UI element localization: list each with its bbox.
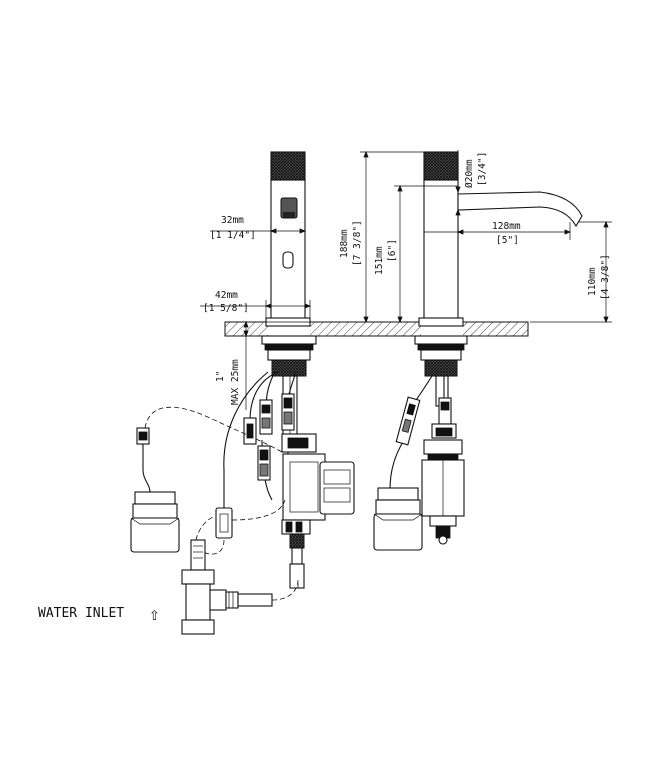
- dim-d20-in: [3/4"]: [477, 152, 488, 186]
- sensor-window: [282, 251, 294, 269]
- t-valve-inlet: [181, 515, 299, 635]
- dim-128-mm: 128mm: [492, 221, 521, 232]
- dim-128mm: 128mm [5"]: [456, 221, 572, 246]
- left-faucet-front-view: [261, 151, 317, 437]
- left-battery-box: [130, 427, 180, 553]
- right-valve: [421, 439, 465, 545]
- dim-110-mm: 110mm: [587, 267, 598, 296]
- dim-110mm: 110mm [4 3/8"]: [530, 220, 612, 324]
- right-faucet-side-view: [414, 151, 583, 407]
- dim-188-in: [7 3/8"]: [352, 220, 363, 266]
- knurled-cap-side: [423, 151, 459, 181]
- water-inlet-arrow-icon: ⇧: [149, 604, 160, 625]
- dim-128-in: [5"]: [496, 235, 519, 246]
- dim-151-mm: 151mm: [374, 246, 385, 275]
- dim-d20-mm: Ø20mm: [464, 159, 475, 188]
- spout: [457, 191, 583, 228]
- dim-151-in: [6"]: [387, 239, 398, 262]
- dim-32mm: 32mm [1 1/4"]: [210, 215, 307, 241]
- right-connectors: [395, 396, 457, 446]
- water-inlet-label: WATER INLET: [38, 606, 124, 621]
- dashed-cable-left: [144, 406, 283, 453]
- left-connectors: [215, 393, 295, 539]
- faucet-body-side: [423, 179, 459, 323]
- dim-32mm-mm: 32mm: [221, 215, 244, 226]
- dim-188-mm: 188mm: [339, 229, 350, 258]
- dim-d20mm: Ø20mm [3/4"]: [455, 150, 488, 216]
- dim-max-mm: MAX 25mm: [230, 359, 241, 405]
- dim-42mm-mm: 42mm: [215, 290, 238, 301]
- dim-max-in: 1": [215, 371, 226, 382]
- usb-plug: [215, 507, 233, 539]
- knurled-cap: [270, 151, 306, 181]
- dim-151mm: 151mm [6"]: [374, 184, 458, 324]
- dim-188mm: 188mm [7 3/8"]: [339, 150, 424, 324]
- dim-32mm-in: [1 1/4"]: [210, 230, 256, 241]
- solenoid-valve: [281, 433, 355, 589]
- dim-110-in: [4 3/8"]: [600, 254, 611, 300]
- dim-42mm: 42mm [1 5/8"]: [200, 290, 312, 318]
- dim-42mm-in: [1 5/8"]: [203, 303, 249, 314]
- right-cables: [389, 375, 445, 491]
- right-battery-box: [373, 487, 423, 551]
